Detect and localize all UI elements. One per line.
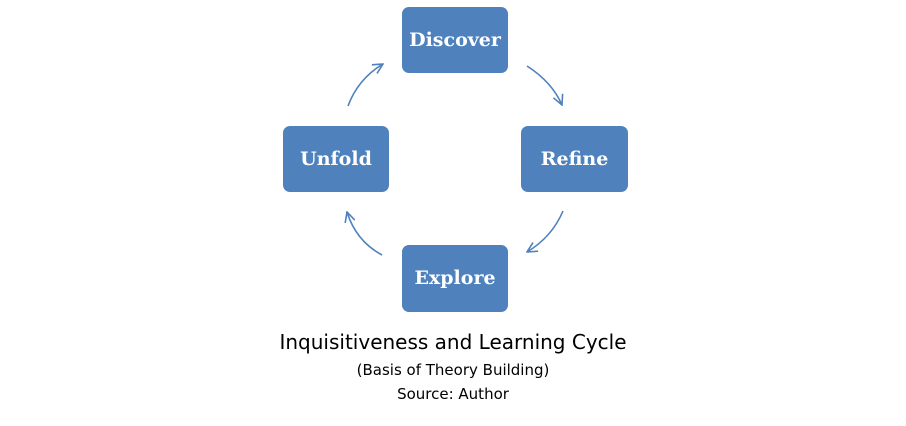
arrow-unfold-to-discover [347,64,383,107]
caption-source: Source: Author [397,385,509,403]
arrow-discover-to-refine [526,65,562,105]
node-discover: Discover [402,7,508,73]
node-discover-label: Discover [409,29,502,51]
node-refine-label: Refine [541,148,609,170]
node-unfold: Unfold [283,126,389,192]
arrow-refine-to-explore [527,210,564,252]
node-explore-label: Explore [414,267,495,289]
caption-title: Inquisitiveness and Learning Cycle [279,330,627,354]
arrow-explore-to-unfold [347,212,383,256]
node-refine: Refine [521,126,628,192]
caption-subtitle: (Basis of Theory Building) [356,361,550,379]
node-unfold-label: Unfold [300,148,372,170]
node-explore: Explore [402,245,508,312]
